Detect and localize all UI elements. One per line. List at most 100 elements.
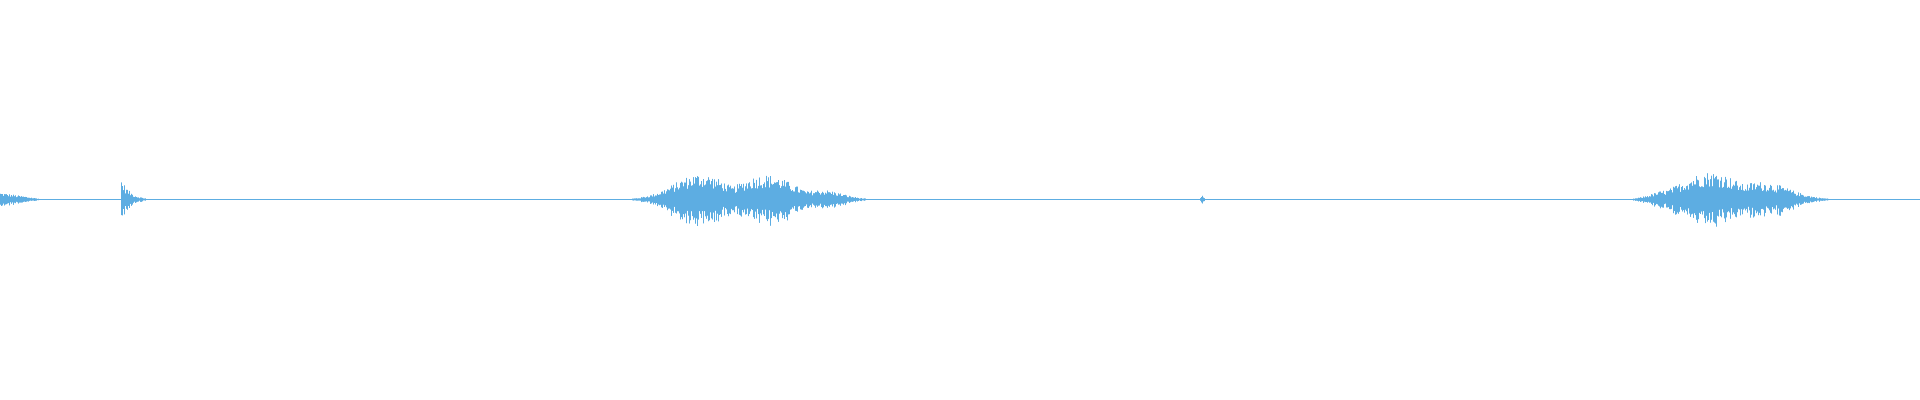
waveform-bar <box>1736 180 1737 218</box>
waveform-bar <box>132 194 133 205</box>
waveform-bar <box>703 179 704 224</box>
waveform-bar <box>1649 196 1650 203</box>
waveform-bar <box>1727 187 1728 213</box>
waveform-bar <box>124 185 125 215</box>
waveform-bar <box>863 198 864 201</box>
waveform-bar <box>856 198 857 201</box>
waveform-bar <box>1760 182 1761 216</box>
waveform-bar <box>729 187 730 214</box>
waveform-bar <box>122 186 123 216</box>
waveform-bar <box>723 190 724 207</box>
waveform-bar <box>675 188 676 213</box>
waveform-bar <box>738 188 739 209</box>
waveform-bar <box>1728 186 1729 212</box>
waveform-bar <box>842 196 843 204</box>
waveform-bar <box>806 193 807 205</box>
waveform-bar <box>666 191 667 208</box>
waveform-bar <box>1758 185 1759 216</box>
waveform-bar <box>141 197 142 202</box>
waveform-bar <box>726 191 727 210</box>
waveform-bar <box>798 192 799 207</box>
waveform-bar <box>1692 185 1693 214</box>
waveform-bar <box>668 189 669 209</box>
waveform-bar <box>1763 190 1764 210</box>
waveform-bar <box>674 191 675 207</box>
waveform-bar <box>683 186 684 215</box>
waveform-bar <box>1770 184 1771 213</box>
waveform-bar <box>1824 198 1825 201</box>
waveform-bar <box>650 195 651 204</box>
waveform-bar <box>1784 190 1785 208</box>
waveform-bar <box>676 182 677 214</box>
waveform-bar <box>1818 198 1819 201</box>
waveform-bar <box>810 192 811 206</box>
waveform-bar <box>643 196 644 202</box>
waveform-bar <box>1686 186 1687 212</box>
waveform-bar <box>16 197 17 202</box>
waveform-bar <box>1709 186 1710 213</box>
waveform-bar <box>1680 191 1681 207</box>
waveform-bar <box>29 197 30 201</box>
waveform-bar <box>632 198 633 201</box>
waveform-bar <box>142 197 143 202</box>
waveform-bar <box>768 177 769 219</box>
waveform-bar <box>824 194 825 205</box>
waveform-bar <box>134 197 135 202</box>
waveform-bar <box>135 196 136 203</box>
waveform-bar <box>776 182 777 214</box>
waveform-bar <box>0 193 1 205</box>
waveform-bar <box>747 188 748 209</box>
waveform-bar <box>1711 175 1712 220</box>
waveform-bar <box>1669 190 1670 210</box>
waveform-bar <box>827 190 828 208</box>
waveform-bar <box>639 198 640 201</box>
waveform-bar <box>1687 185 1688 215</box>
waveform-bar <box>859 198 860 201</box>
waveform-bar <box>741 184 742 217</box>
waveform-bar <box>833 194 834 205</box>
waveform-bar <box>1677 188 1678 213</box>
waveform-bar <box>1754 183 1755 217</box>
waveform-bar <box>19 196 20 203</box>
waveform-bar <box>1814 197 1815 202</box>
waveform-bar <box>139 198 140 201</box>
waveform-bar <box>850 196 851 203</box>
waveform-bar <box>1823 198 1824 201</box>
waveform-bar <box>1708 179 1709 220</box>
waveform-bar <box>834 192 835 208</box>
waveform-bar <box>1718 179 1719 217</box>
waveform-bar <box>636 198 637 201</box>
waveform-bar <box>812 195 813 204</box>
waveform-bar <box>1769 187 1770 211</box>
waveform-bar <box>1811 196 1812 203</box>
waveform-bar <box>658 195 659 205</box>
waveform-bar <box>1779 185 1780 216</box>
waveform-bar <box>825 192 826 207</box>
waveform-bar <box>702 186 703 212</box>
waveform-bar <box>1721 177 1722 218</box>
waveform-bar <box>669 190 670 209</box>
waveform-bar <box>705 184 706 217</box>
waveform-bar <box>820 194 821 204</box>
waveform-bar <box>797 186 798 212</box>
waveform-bar <box>1651 194 1652 204</box>
waveform-bar <box>1726 179 1727 218</box>
waveform-bar <box>854 197 855 201</box>
waveform-bar <box>1668 191 1669 208</box>
waveform-bar <box>836 195 837 204</box>
waveform-bar <box>855 197 856 203</box>
waveform-bar <box>638 198 639 201</box>
waveform-bar <box>1645 196 1646 203</box>
waveform-bar <box>790 189 791 210</box>
waveform-bar <box>137 197 138 202</box>
waveform-bar <box>773 184 774 216</box>
waveform-bar <box>1664 194 1665 205</box>
waveform-bar <box>1688 189 1689 209</box>
waveform-bar <box>793 191 794 209</box>
waveform-bar <box>1807 196 1808 204</box>
waveform-bar <box>1675 186 1676 215</box>
waveform-bar <box>1733 184 1734 213</box>
waveform-bar <box>1745 189 1746 211</box>
waveform-bar <box>1683 190 1684 211</box>
